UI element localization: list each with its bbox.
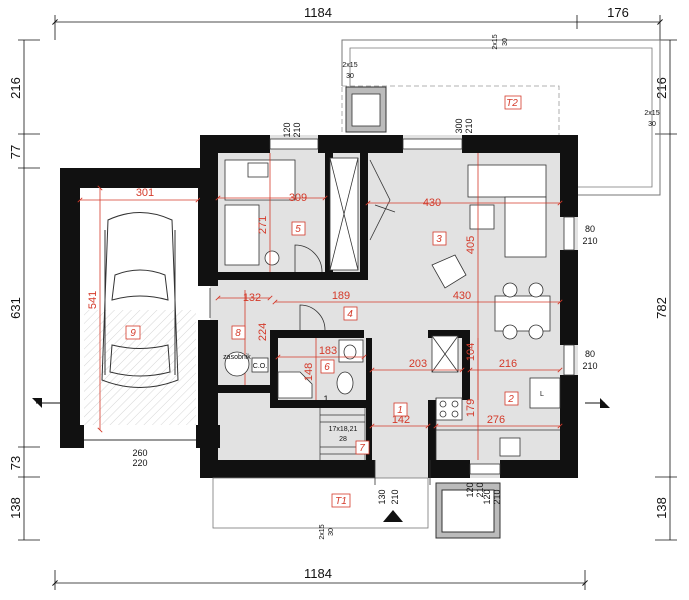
left-dimension-line (18, 39, 40, 541)
stairs-spec-a: 17x18,21 (329, 426, 358, 433)
ramp-right-b: 30 (648, 121, 656, 128)
room-5-height: 271 (257, 216, 269, 234)
windows (269, 138, 575, 475)
room-t1-number: T1 (335, 496, 347, 507)
win-top-mid-a: 300 (454, 118, 464, 133)
room-7-number: 7 (359, 443, 365, 454)
room-8-width: 132 (243, 292, 261, 304)
top-right-label: 176 (607, 5, 629, 20)
co-label: C.O. (253, 363, 267, 370)
right-dim-2: 782 (654, 297, 669, 319)
ramp-mid-a: 2x15 (342, 62, 357, 69)
right-dim-3: 138 (654, 497, 669, 519)
win-top-left-a: 120 (282, 122, 292, 137)
room-2-number: 2 (507, 394, 514, 405)
room-3-height: 405 (465, 236, 477, 254)
kitchen-height-2: 179 (465, 399, 477, 417)
room-3-number: 3 (436, 234, 442, 245)
co-box (251, 357, 269, 373)
right-dimension-line (655, 39, 677, 541)
win-top-left-b: 210 (292, 122, 302, 137)
room-4-box (343, 306, 358, 321)
win-bottom-a: 120 (482, 489, 492, 504)
terrace-t2 (341, 39, 661, 196)
kitchen-width-3: 276 (487, 414, 505, 426)
room-4-number: 4 (347, 309, 353, 320)
room-1-number: 1 (397, 405, 403, 416)
exterior-walls (200, 135, 578, 478)
left-dim-1: 216 (8, 77, 23, 99)
ramp-mid-b: 30 (346, 73, 354, 80)
interior-walls (218, 153, 470, 478)
win-top-mid-b: 210 (464, 118, 474, 133)
garage-width: 301 (136, 187, 154, 199)
bath-width: 183 (319, 345, 337, 357)
terrace-t1 (212, 460, 431, 529)
ramp-bottom-a: 2x15 (319, 524, 326, 539)
left-dim-4: 73 (8, 456, 23, 470)
stairs-spec-b: 28 (339, 436, 347, 443)
ramp-bottom-b: 30 (328, 528, 335, 536)
ramp-top-b: 30 (502, 38, 509, 46)
hall-width-2: 430 (453, 290, 471, 302)
entry-door-b: 210 (390, 489, 400, 504)
room-5-box (291, 221, 306, 236)
win-right-2-a: 80 (585, 349, 595, 359)
left-dim-5: 138 (8, 497, 23, 519)
room-5 (224, 157, 359, 273)
room-t2-number: T2 (506, 98, 518, 109)
hall-width: 189 (332, 290, 350, 302)
bottom-dimension-line (52, 570, 588, 590)
room-t2-box (504, 95, 522, 110)
garage-door-b: 220 (132, 458, 147, 468)
room-8-height: 224 (257, 323, 269, 341)
room-9-box (125, 325, 141, 340)
kitchen-width-1: 203 (409, 358, 427, 370)
ramp-top-a: 2x15 (492, 34, 499, 49)
ramp-right-a: 2x15 (644, 110, 659, 117)
room-9-number: 9 (130, 328, 136, 339)
boiler-icon (224, 351, 250, 377)
bottom-width-label: 1184 (304, 566, 332, 581)
room-1-box (393, 402, 408, 417)
room-7-box (355, 440, 370, 455)
hall-doors (209, 288, 326, 331)
win-right-1-a: 80 (585, 224, 595, 234)
left-dim-2: 77 (8, 145, 23, 159)
kitchen-width-2: 216 (499, 358, 517, 370)
room-8-number: 8 (235, 328, 241, 339)
entrance-arrow-icon (383, 510, 403, 522)
room-2-box (504, 391, 519, 406)
fridge-label: L (540, 391, 544, 398)
room-6-number: 6 (324, 362, 330, 373)
garage-height: 541 (87, 291, 99, 309)
win-bottom-d: 210 (475, 482, 485, 497)
room-t1-box (331, 493, 351, 508)
win-bottom-c: 120 (465, 482, 475, 497)
car-icon (101, 212, 179, 388)
top-dimension-line (52, 15, 663, 40)
room-6-box (320, 359, 335, 374)
room-8-box (231, 325, 246, 340)
right-dim-1: 216 (654, 77, 669, 99)
bath-height: 148 (303, 363, 315, 381)
left-dim-3: 631 (8, 297, 23, 319)
bottom-window-box (435, 482, 501, 539)
room-2 (431, 335, 561, 460)
room-3-width: 430 (423, 197, 441, 209)
entry-door-a: 130 (377, 489, 387, 504)
room-1-width: 142 (392, 414, 410, 426)
room-5-width: 309 (289, 192, 307, 204)
storage-label: zasobnik (223, 354, 251, 361)
top-width-label: 1184 (304, 5, 332, 20)
stairs-up-label: 1 (323, 394, 328, 404)
garage-door-a: 260 (132, 448, 147, 458)
room-5-number: 5 (295, 224, 301, 235)
win-bottom-b: 210 (492, 489, 502, 504)
room-3-box (432, 231, 447, 246)
kitchen-height-1: 104 (465, 343, 477, 361)
win-right-2-b: 210 (582, 361, 597, 371)
win-right-1-b: 210 (582, 236, 597, 246)
